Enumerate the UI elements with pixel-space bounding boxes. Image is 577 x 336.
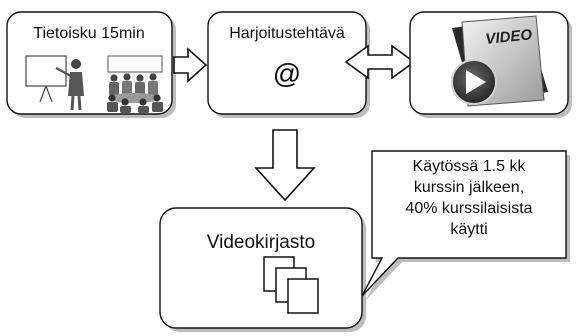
harjoitustehtava-box: Harjoitustehtävä @ (207, 11, 370, 118)
arrow-down (254, 129, 316, 202)
tietoisku-title: Tietoisku 15min (33, 25, 144, 42)
video-box: VIDEO (409, 11, 572, 118)
arrow-right (173, 47, 208, 83)
video-label: VIDEO (485, 26, 534, 48)
videokirjasto-title: Videokirjasto (207, 232, 315, 253)
at-symbol: @ (273, 58, 301, 89)
video-play-icon: VIDEO (451, 15, 548, 107)
videokirjasto-box: Videokirjasto (159, 207, 366, 332)
tietoisku-box: Tietoisku 15min (6, 11, 176, 118)
harjoitustehtava-title: Harjoitustehtävä (229, 25, 345, 42)
presenter-at-board-icon (25, 55, 84, 111)
callout-line-3: 40% kurssilaisista (405, 200, 533, 217)
speech-callout (361, 150, 570, 300)
callout-line-4: käytti (450, 221, 488, 238)
callout-line-1: Käytössä 1.5 kk (412, 158, 526, 175)
seated-audience-icon (107, 55, 163, 113)
callout-line-2: kurssin jälkeen, (413, 179, 525, 196)
document-stack-icon (263, 256, 319, 314)
callout-text: Käytössä 1.5 kk kurssin jälkeen, 40% kur… (376, 156, 562, 240)
